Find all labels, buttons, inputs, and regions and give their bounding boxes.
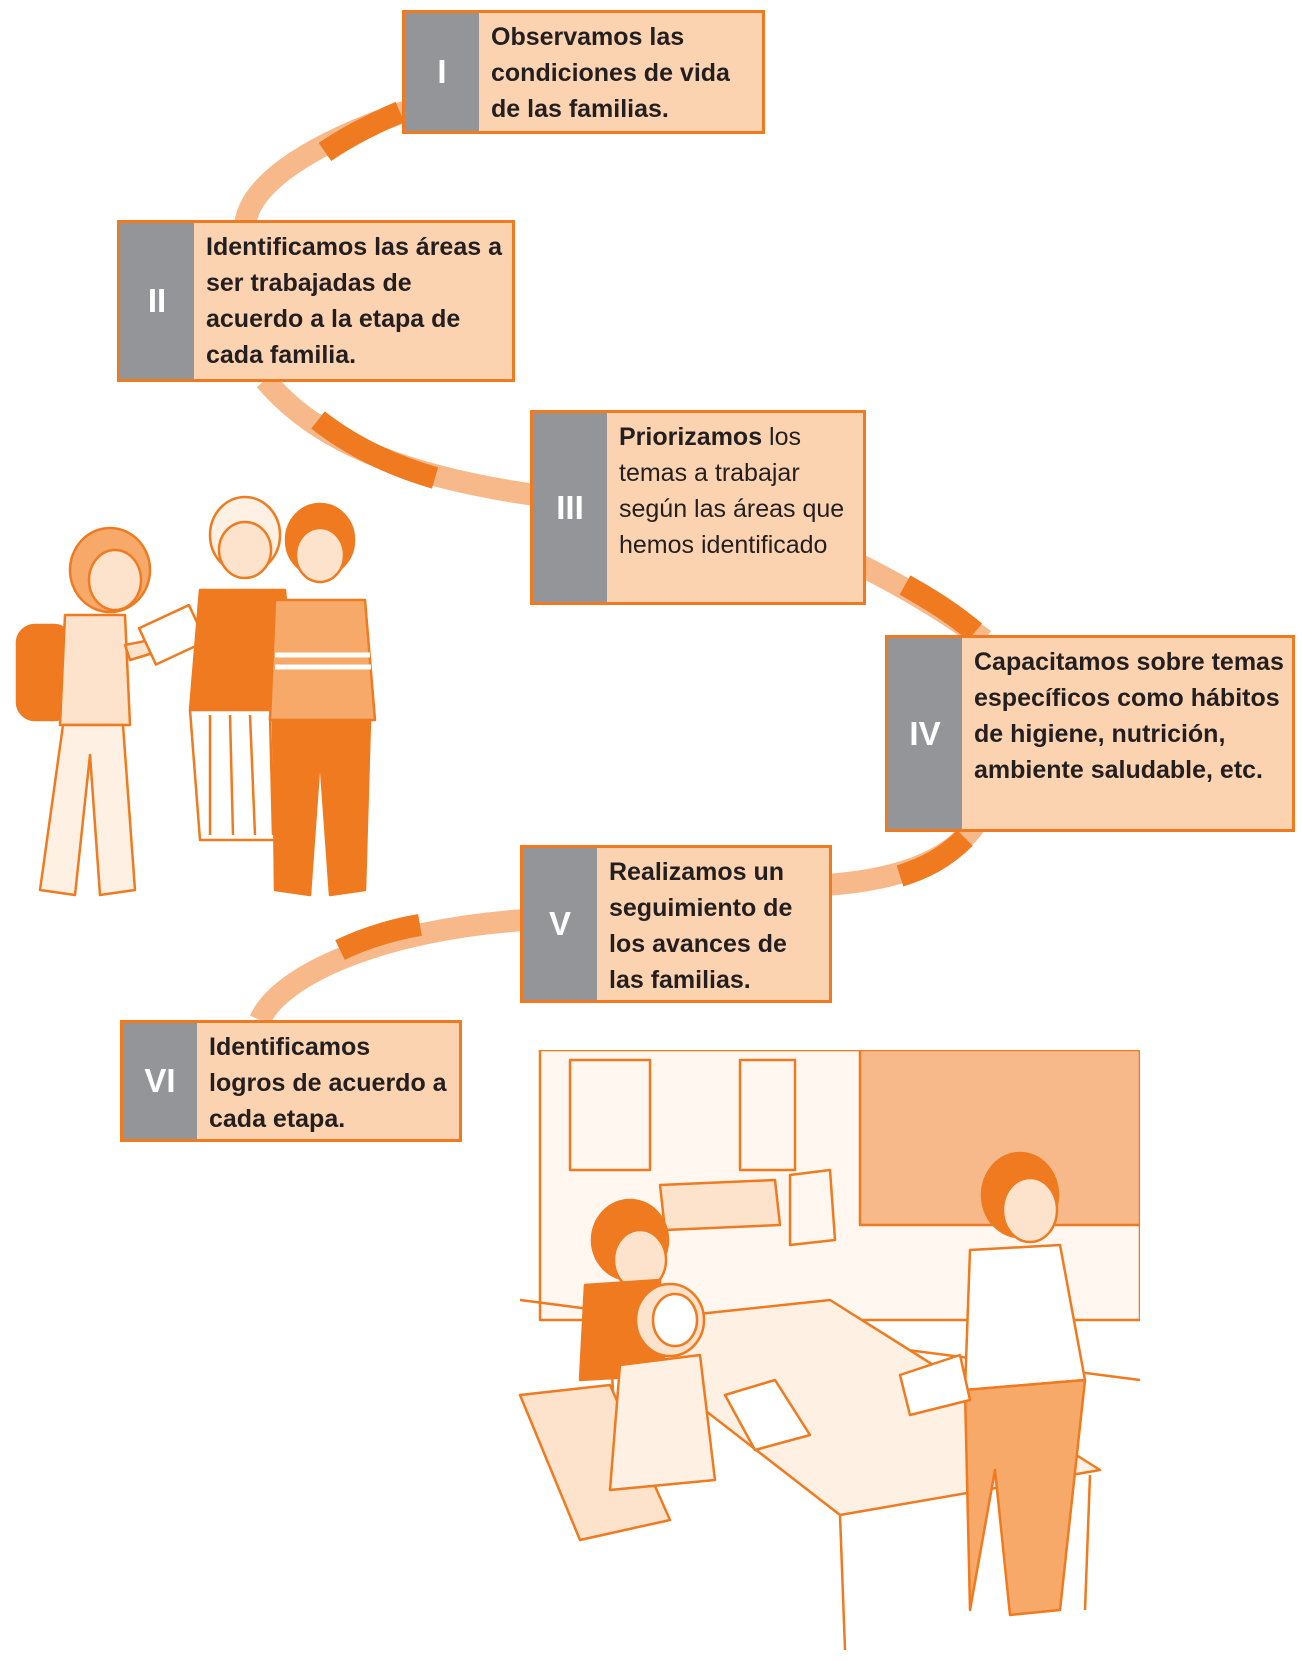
step-text: Capacitamos sobre temas específicos como… (974, 648, 1284, 784)
step-number: II (120, 223, 194, 379)
classroom-illustration (518, 1050, 1140, 1651)
path-accent-2 (311, 411, 439, 489)
path-accent-1 (318, 101, 405, 162)
step-6: VI Identificamos logros de acuerdo a cad… (120, 1020, 462, 1142)
step-text: Observamos las condiciones de vida de la… (491, 23, 730, 123)
step-number: VI (123, 1023, 197, 1139)
step-number: I (405, 13, 479, 131)
step-number: IV (888, 638, 962, 829)
step-5: V Realizamos un seguimiento de los avanc… (520, 845, 832, 1003)
step-3: III Priorizamos los temas a trabajar seg… (530, 410, 866, 605)
step-2: II Identificamos las áreas a ser trabaja… (117, 220, 515, 382)
step-number: V (523, 848, 597, 1000)
step-text: Realizamos un seguimiento de los avances… (609, 858, 793, 994)
step-1: I Observamos las condiciones de vida de … (402, 10, 765, 134)
step-4: IV Capacitamos sobre temas específicos c… (885, 635, 1295, 832)
path-accent-3 (899, 575, 983, 641)
path-accent-4 (896, 830, 973, 887)
family-visit-illustration (15, 495, 377, 897)
step-text: Identificamos logros de acuerdo a cada e… (209, 1033, 447, 1133)
step-number: III (533, 413, 607, 602)
step-text: Priorizamos los temas a trabajar según l… (619, 423, 845, 559)
path-accent-5 (335, 914, 422, 960)
step-text: Identificamos las áreas a ser trabajadas… (206, 233, 502, 369)
